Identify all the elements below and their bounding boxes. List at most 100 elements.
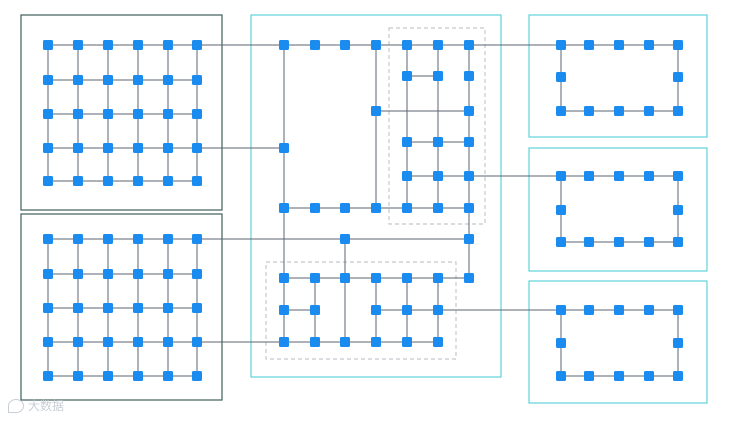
center-node bbox=[310, 40, 320, 50]
center-node bbox=[371, 337, 381, 347]
center-node bbox=[464, 137, 474, 147]
center-node bbox=[402, 273, 412, 283]
grid-top-node bbox=[163, 143, 173, 153]
ring-middle-node bbox=[556, 237, 566, 247]
center-node bbox=[433, 305, 443, 315]
center-node bbox=[279, 143, 289, 153]
grid-bottom-node bbox=[103, 371, 113, 381]
center-node bbox=[433, 71, 443, 81]
ring-top-node bbox=[584, 40, 594, 50]
grid-bottom-node bbox=[43, 269, 53, 279]
grid-bottom-node bbox=[103, 234, 113, 244]
center-node bbox=[279, 203, 289, 213]
grid-top-node bbox=[43, 40, 53, 50]
center-node bbox=[310, 203, 320, 213]
center-node bbox=[371, 273, 381, 283]
grid-top-node bbox=[163, 176, 173, 186]
grid-bottom-node bbox=[43, 303, 53, 313]
cluster-frame-right-middle bbox=[528, 147, 708, 272]
ring-top-node bbox=[614, 40, 624, 50]
center-node bbox=[402, 203, 412, 213]
ring-bottom-node bbox=[584, 305, 594, 315]
grid-top-node bbox=[192, 176, 202, 186]
grid-bottom-node bbox=[133, 337, 143, 347]
ring-middle-node bbox=[584, 237, 594, 247]
ring-bottom-node bbox=[556, 371, 566, 381]
grid-bottom-node bbox=[192, 303, 202, 313]
center-node bbox=[433, 337, 443, 347]
weibo-logo-icon bbox=[8, 398, 24, 413]
grid-bottom-node bbox=[192, 269, 202, 279]
grid-top-node bbox=[103, 109, 113, 119]
grid-top-node bbox=[73, 40, 83, 50]
center-node bbox=[340, 234, 350, 244]
cluster-frame-bottom-left bbox=[20, 213, 223, 401]
grid-bottom-node bbox=[73, 269, 83, 279]
ring-middle-node bbox=[556, 171, 566, 181]
cluster-frame-top-left bbox=[20, 14, 223, 211]
center-node bbox=[433, 137, 443, 147]
grid-top-node bbox=[43, 75, 53, 85]
center-node bbox=[402, 137, 412, 147]
grid-bottom-node bbox=[192, 234, 202, 244]
grid-bottom-node bbox=[73, 234, 83, 244]
grid-top-node bbox=[192, 75, 202, 85]
grid-top-node bbox=[192, 109, 202, 119]
center-node bbox=[402, 171, 412, 181]
center-node bbox=[464, 171, 474, 181]
center-node bbox=[402, 40, 412, 50]
ring-bottom-node bbox=[584, 371, 594, 381]
grid-bottom-node bbox=[73, 303, 83, 313]
grid-bottom-node bbox=[103, 303, 113, 313]
center-node bbox=[310, 305, 320, 315]
grid-top-node bbox=[73, 143, 83, 153]
center-node bbox=[340, 273, 350, 283]
grid-bottom-node bbox=[133, 234, 143, 244]
grid-bottom-node bbox=[103, 269, 113, 279]
center-node bbox=[464, 273, 474, 283]
ring-bottom-node bbox=[614, 371, 624, 381]
center-node bbox=[310, 273, 320, 283]
grid-top-node bbox=[163, 40, 173, 50]
ring-top-node bbox=[673, 40, 683, 50]
ring-top-node bbox=[556, 106, 566, 116]
grid-top-node bbox=[133, 75, 143, 85]
center-node bbox=[310, 337, 320, 347]
ring-middle-node bbox=[614, 171, 624, 181]
grid-top-node bbox=[73, 176, 83, 186]
grid-top-node bbox=[73, 75, 83, 85]
grid-bottom-node bbox=[73, 337, 83, 347]
grid-bottom-node bbox=[73, 371, 83, 381]
ring-middle-node bbox=[673, 237, 683, 247]
center-node bbox=[464, 203, 474, 213]
cluster-frame-center bbox=[250, 14, 502, 378]
subgroup-frame-dashed-top bbox=[388, 27, 486, 225]
grid-bottom-node bbox=[163, 234, 173, 244]
center-node bbox=[340, 203, 350, 213]
center-node bbox=[464, 234, 474, 244]
cluster-frame-right-bottom bbox=[528, 280, 708, 404]
grid-top-node bbox=[192, 143, 202, 153]
ring-middle-node bbox=[614, 237, 624, 247]
grid-bottom-node bbox=[163, 337, 173, 347]
center-node bbox=[402, 305, 412, 315]
center-node bbox=[402, 337, 412, 347]
watermark-text: 大数据 bbox=[28, 399, 65, 413]
center-node bbox=[433, 171, 443, 181]
center-node bbox=[371, 40, 381, 50]
grid-top-node bbox=[43, 176, 53, 186]
ring-top-node bbox=[644, 106, 654, 116]
grid-top-node bbox=[103, 143, 113, 153]
center-node bbox=[371, 106, 381, 116]
ring-bottom-node bbox=[644, 305, 654, 315]
center-node bbox=[279, 273, 289, 283]
grid-bottom-node bbox=[163, 371, 173, 381]
grid-top-node bbox=[103, 75, 113, 85]
grid-bottom-node bbox=[43, 234, 53, 244]
center-node bbox=[340, 337, 350, 347]
ring-middle-node bbox=[644, 171, 654, 181]
center-node bbox=[279, 337, 289, 347]
ring-top-node bbox=[673, 106, 683, 116]
ring-middle-node bbox=[673, 205, 683, 215]
